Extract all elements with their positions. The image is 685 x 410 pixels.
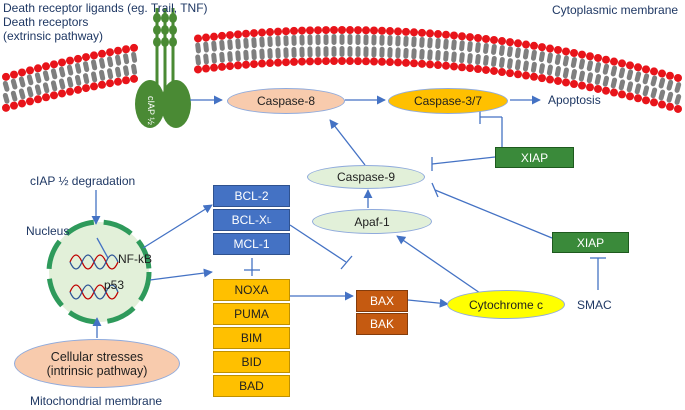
cytochrome-c-node: Cytochrome c [447,290,565,319]
bid-box: BID [213,351,290,373]
bax-box: BAX [356,290,408,312]
caspase-8-node: Caspase-8 [227,88,345,114]
mcl-1-box: MCL-1 [213,233,290,255]
ciap-receptor-label: cIAP ½ [146,96,156,125]
smac-label: SMAC [577,298,612,312]
bcl-2-box: BCL-2 [213,185,290,207]
ciap-degradation-label: cIAP ½ degradation [30,174,136,188]
apaf-1-node: Apaf-1 [312,209,432,234]
bad-box: BAD [213,375,290,397]
nucleus-label: Nucleus [26,224,70,238]
noxa-box: NOXA [213,279,290,301]
bak-box: BAK [356,313,408,335]
caspase-3-7-node: Caspase-3/7 [388,88,508,114]
p53-label: p53 [104,278,125,292]
extrinsic-pathway-label: (extrinsic pathway) [3,29,104,43]
caspase-9-node: Caspase-9 [307,165,425,189]
nfkb-label: NF-kB [118,252,152,266]
xiap-box-right: XIAP [552,232,629,253]
death-receptors-label: Death receptors [3,15,89,29]
death-receptor [135,8,191,128]
bcl-xl-subscript: L [266,215,272,225]
death-receptor-ligands-label: Death receptor ligands (eg. Trail, TNF) [3,1,208,15]
cytoplasmic-membrane [2,26,682,113]
inhibition-lines [244,110,606,290]
cellular-stresses-line1: Cellular stresses [50,349,144,364]
bcl-xl-label: BCL-X [231,213,267,227]
mitochondrial-membrane-label: Mitochondrial membrane [30,394,163,408]
cellular-stresses-node: Cellular stresses (intrinsic pathway) [14,339,180,388]
cytoplasmic-membrane-label: Cytoplasmic membrane [552,3,679,17]
xiap-box-top: XIAP [495,147,574,168]
pathway-arrows [91,95,541,338]
cellular-stresses-line2: (intrinsic pathway) [46,363,148,378]
apoptosis-label: Apoptosis [548,93,601,107]
nucleus [46,219,152,325]
puma-box: PUMA [213,303,290,325]
bim-box: BIM [213,327,290,349]
